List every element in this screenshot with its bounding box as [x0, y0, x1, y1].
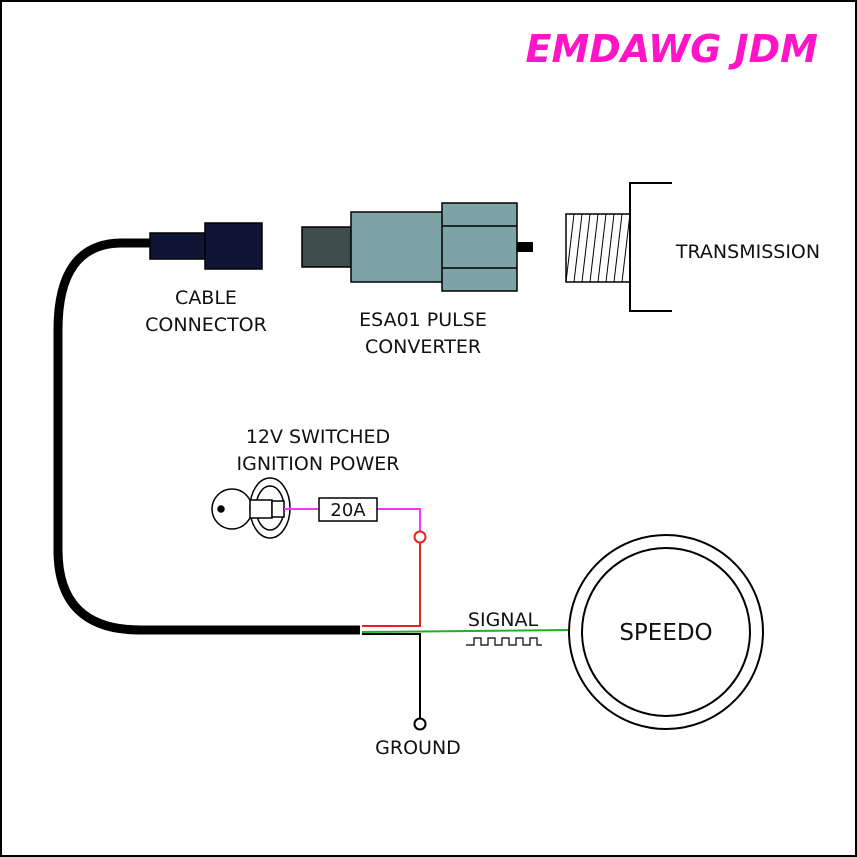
brand-logo: EMDAWG JDM — [526, 27, 819, 71]
ignition-key-icon — [211, 477, 291, 539]
transmission-housing — [629, 182, 672, 312]
pulse-converter-body — [350, 211, 444, 283]
pulse-waveform-icon — [466, 637, 542, 646]
power-terminal — [413, 530, 427, 544]
pulse-converter — [301, 202, 533, 292]
speedo-label: SPEEDO — [619, 620, 712, 646]
cable-connector-label-line1: CABLE — [175, 287, 237, 309]
pulse-converter-shaft — [517, 242, 533, 252]
switched-power-wire — [362, 543, 421, 627]
fuse-20a — [318, 497, 378, 522]
cable-connector-label-line2: CONNECTOR — [145, 314, 267, 336]
ignition-label-line2: IGNITION POWER — [237, 453, 400, 475]
transmission-label: TRANSMISSION — [675, 241, 820, 263]
converter-label-line1: ESA01 PULSE — [359, 309, 487, 331]
ground-label: GROUND — [375, 737, 461, 759]
converter-label-line2: CONVERTER — [365, 336, 481, 358]
signal-label: SIGNAL — [468, 609, 539, 631]
cable-connector-small — [149, 232, 207, 260]
pulse-converter-nose — [301, 226, 353, 268]
cable-connector — [149, 222, 263, 270]
pulse-converter-hex — [441, 202, 518, 292]
ground-wire — [362, 633, 421, 718]
speedo-gauge — [568, 534, 764, 730]
main-cable — [53, 238, 360, 635]
transmission — [565, 182, 672, 312]
ground-terminal — [413, 717, 427, 731]
power-wire-fused — [377, 508, 421, 532]
transmission-threads — [565, 213, 631, 283]
cable-connector-large — [204, 222, 263, 270]
fuse-20a-label: 20A — [330, 500, 366, 521]
signal-wire — [361, 629, 572, 633]
ignition-label-line1: 12V SWITCHED — [246, 426, 390, 448]
